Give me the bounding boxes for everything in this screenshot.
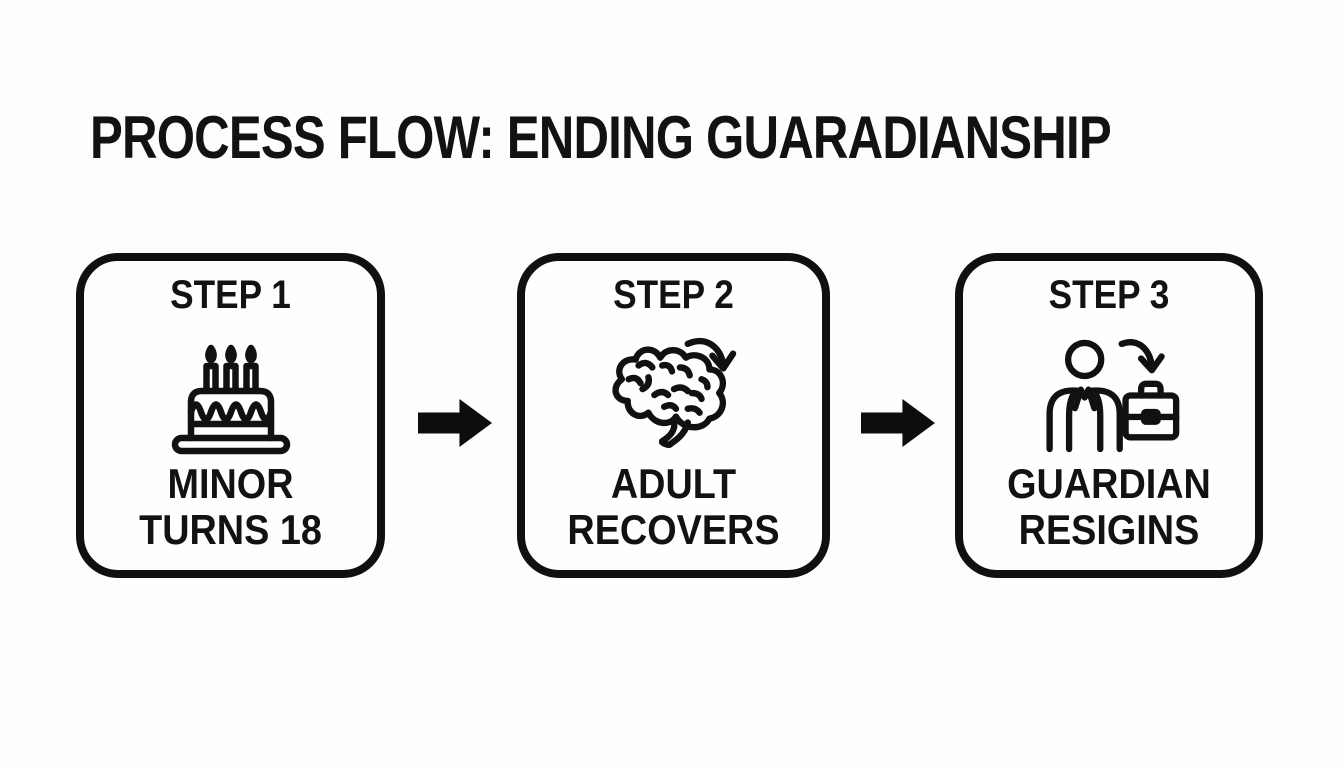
guardian-briefcase-icon: [963, 329, 1255, 461]
step-caption: GUARDIAN RESIGINS: [978, 460, 1241, 554]
caption-line: TURNS 18: [139, 506, 322, 554]
caption-line: MINOR: [167, 460, 294, 507]
flow-arrow-icon: [861, 399, 935, 447]
caption-line: ADULT: [610, 460, 737, 507]
step-box-2: STEP 2 ADULT RECOVERS: [517, 253, 830, 578]
step-label: STEP 2: [613, 273, 734, 317]
step-label: STEP 3: [1048, 273, 1170, 317]
caption-line: RESIGINS: [1018, 506, 1200, 554]
caption-line: GUARDIAN: [1007, 460, 1211, 507]
step-label: STEP 1: [170, 273, 291, 317]
step-caption: MINOR TURNS 18: [99, 460, 363, 554]
flow-arrow-icon: [418, 399, 492, 447]
step-box-3: STEP 3 GUARDIAN RESIGINS: [955, 253, 1263, 578]
step-caption: ADULT RECOVERS: [540, 460, 807, 554]
step-box-1: STEP 1 MINOR TURNS 18: [76, 253, 385, 578]
brain-recovery-icon: [525, 329, 822, 461]
caption-line: RECOVERS: [567, 506, 780, 554]
page-title: PROCESS FLOW: ENDING GUARADIANSHIP: [90, 104, 1112, 171]
birthday-cake-icon: [84, 329, 377, 461]
